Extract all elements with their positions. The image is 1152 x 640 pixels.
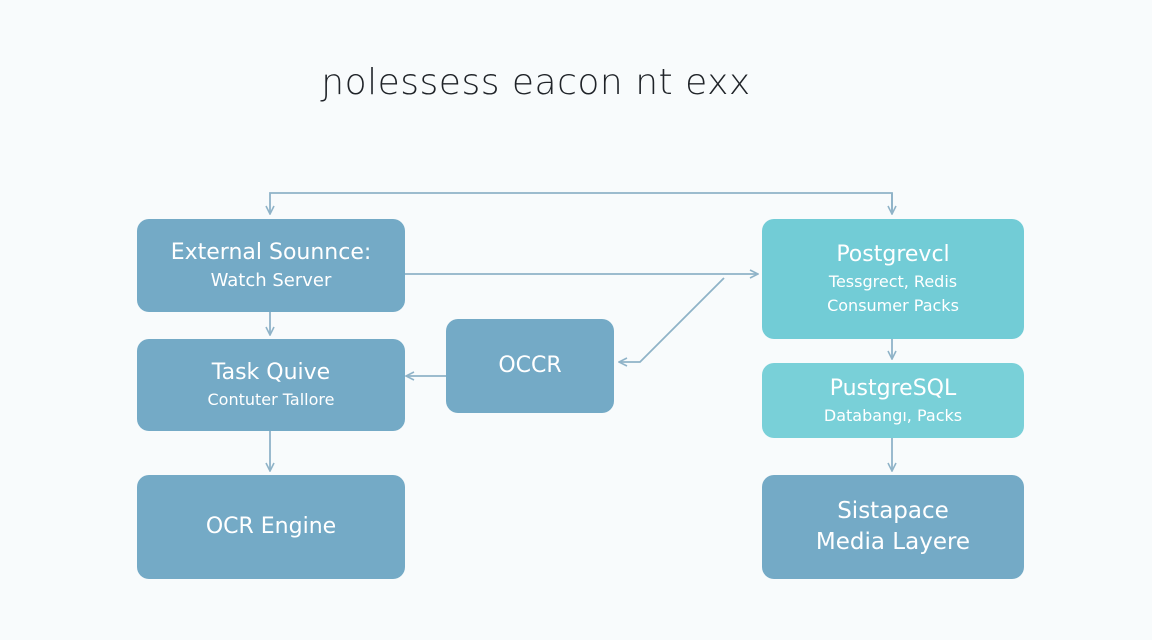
ocr-engine-node[interactable]: OCR Engine — [137, 475, 405, 579]
task-queue-label: Task Quive — [211, 360, 331, 385]
sistapace-node[interactable]: Sistapace Media Layere — [762, 475, 1024, 579]
postgresql-sublabel: Databangı, Packs — [823, 405, 963, 425]
external-source-node[interactable]: External Sounnce: Watch Server — [137, 219, 405, 312]
postgresql-label: PustgreSQL — [829, 375, 957, 401]
postgrevcl-sublabel-2: Consumer Packs — [827, 296, 959, 315]
top-loop-connector — [270, 192, 893, 214]
postgrevcl-label: Postgrevcl — [836, 242, 950, 267]
task-queue-node[interactable]: Task Quive Contuter Tallore — [137, 339, 405, 431]
task-queue-sublabel: Contuter Tallore — [207, 390, 335, 409]
ocr-engine-label: OCR Engine — [205, 514, 337, 539]
sistapace-label: Sistapace — [837, 498, 949, 524]
external-source-label: External Sounnce: — [170, 239, 372, 265]
external-source-sublabel: Watch Server — [210, 269, 332, 291]
postgrevcl-node[interactable]: Postgrevcl Tessgrect, Redis Consumer Pac… — [762, 219, 1024, 339]
occr-label: OCCR — [498, 353, 562, 378]
sistapace-sublabel: Media Layere — [815, 529, 971, 555]
occr-node[interactable]: OCCR — [446, 319, 614, 413]
postgrevcl-sublabel-1: Tessgrect, Redis — [828, 272, 958, 291]
postgrevcl-to-occr-arrow — [620, 277, 725, 362]
diagram-title: ɲolessess eacon nt exx — [321, 62, 751, 103]
postgresql-node[interactable]: PustgreSQL Databangı, Packs — [762, 363, 1024, 438]
